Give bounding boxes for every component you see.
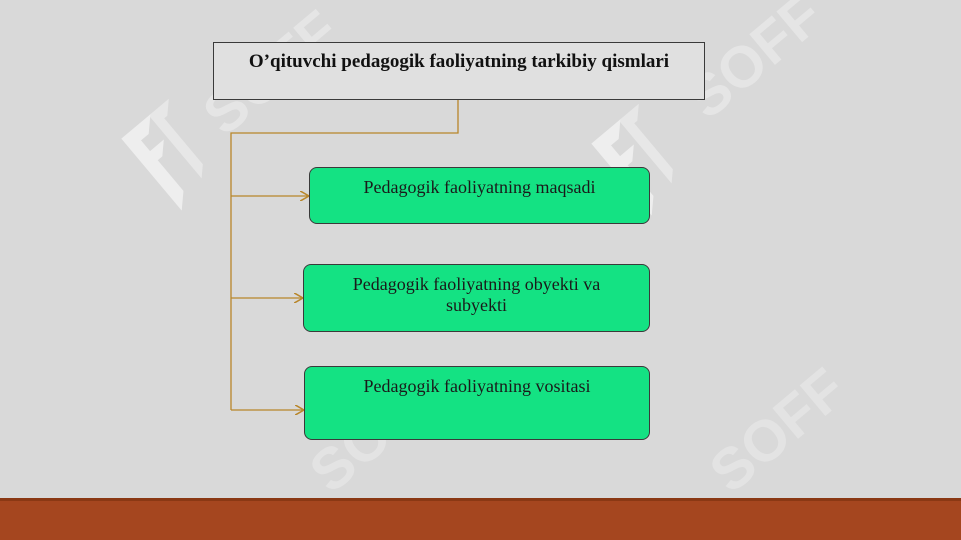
node-label: Pedagogik faoliyatning vositasi (363, 376, 591, 396)
node-vositasi: Pedagogik faoliyatning vositasi (304, 366, 650, 440)
node-label: Pedagogik faoliyatning maqsadi (363, 177, 596, 197)
node-label: Pedagogik faoliyatning obyekti va subyek… (352, 274, 601, 315)
footer-bar (0, 498, 961, 540)
diagram-title-box: O’qituvchi pedagogik faoliyatning tarkib… (213, 42, 705, 100)
node-obyekti-subyekti: Pedagogik faoliyatning obyekti va subyek… (303, 264, 650, 332)
node-maqsadi: Pedagogik faoliyatning maqsadi (309, 167, 650, 224)
trunk-connector (230, 100, 459, 410)
diagram-title: O’qituvchi pedagogik faoliyatning tarkib… (248, 51, 670, 72)
